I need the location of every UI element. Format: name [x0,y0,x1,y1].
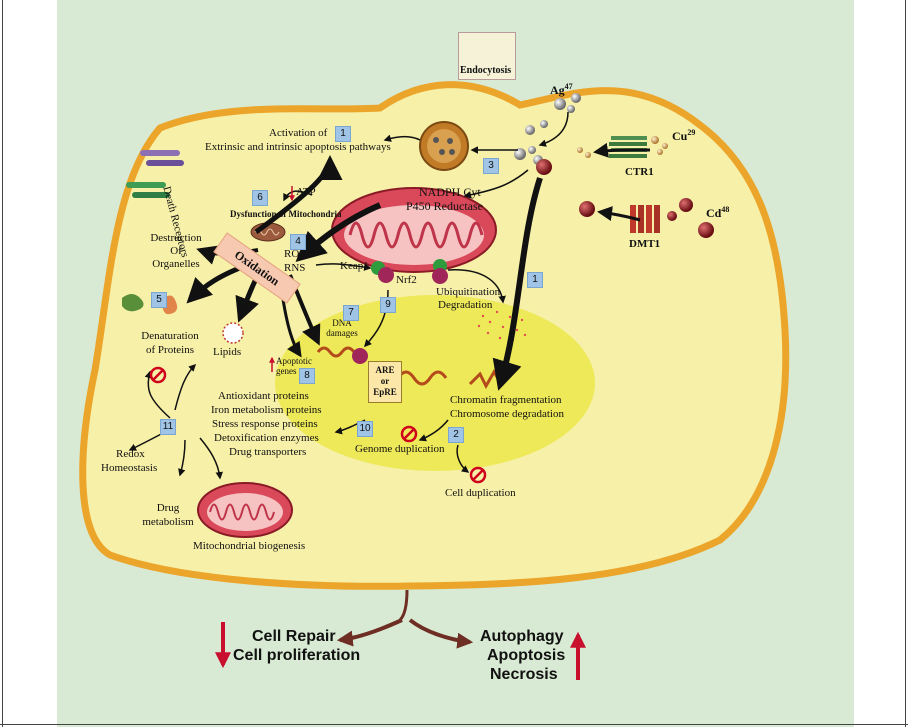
step-badge-8: 8 [299,368,315,384]
chromatin-label: Chromatin fragmentation [450,394,562,407]
step-badge-2: 2 [448,427,464,443]
destruction-label-1: Destruction [146,232,206,245]
dmt1-label: DMT1 [629,238,660,251]
destruction-label-2: Of [146,245,206,258]
ctr1-label: CTR1 [625,166,654,179]
nadph-label: NADPH Cyt [419,186,481,199]
decrease-outcome-2: Cell proliferation [233,646,360,665]
increase-outcome-1: Autophagy [480,627,564,646]
destruction-label-3: Organelles [146,258,206,271]
step-badge-5: 5 [151,292,167,308]
increase-outcome-3: Necrosis [490,665,558,684]
are-epre-box: ARE or EpRE [368,361,402,403]
nrf2-label: Nrf2 [396,274,417,287]
branch-stem [400,590,407,620]
ag-label: Ag47 [550,80,573,97]
branch-to-decrease [340,620,402,640]
cd-label: Cd48 [706,203,729,220]
denaturation-label-1: Denaturation [130,330,210,343]
detox-label: Detoxification enzymes [214,432,319,445]
antioxidant-label: Antioxidant proteins [218,390,309,403]
activation-label-1: Activation of [269,127,327,140]
step-badge-7: 7 [343,305,359,321]
epre-label: EpRE [369,387,401,398]
rns-label: RNS [284,262,305,275]
step-badge-6: 6 [252,190,268,206]
atp-label: ATP [296,186,316,199]
endocytosis-label: Endocytosis [460,64,511,77]
mitochondrion-biogenesis [198,483,292,537]
step-badge-3: 3 [483,158,499,174]
step-badge-10: 10 [357,421,373,437]
step-badge-11: 11 [160,419,176,435]
drug-metabolism-label-1: Drug [140,502,196,515]
drug-metabolism-label-2: metabolism [140,516,196,529]
endosome-vesicle [420,122,468,170]
dysfunction-label: Dysfunction of Mitochondria [230,208,342,221]
nrf2-nuclear [352,348,368,364]
step-badge-4: 4 [290,234,306,250]
mito-biogenesis-label: Mitochondrial biogenesis [193,540,305,553]
branch-to-increase [410,620,470,642]
cu-label: Cu29 [672,126,695,143]
step-badge-9: 9 [380,297,396,313]
dna-damages-label: DNAdamages [320,318,364,338]
step-badge-1a: 1 [335,126,351,142]
redox-label-1: Redox [116,448,145,461]
chromosome-label: Chromosome degradation [450,408,564,421]
p450-label: P450 Reductase [406,200,483,213]
activation-label-2: Extrinsic and intrinsic apoptosis pathwa… [205,141,391,154]
cell-duplication-label: Cell duplication [445,487,516,500]
redox-label-2: Homeostasis [101,462,157,475]
stress-label: Stress response proteins [212,418,318,431]
iron-label: Iron metabolism proteins [211,404,322,417]
denaturation-label-2: of Proteins [130,344,210,357]
are-label: ARE [369,365,401,376]
or-label: or [369,376,401,387]
genome-duplication-label: Genome duplication [355,443,445,456]
cadmium-particle-inside [536,159,552,175]
keap1-label: Keap1 [340,260,369,273]
increase-outcome-2: Apoptosis [487,646,565,665]
degradation-label: Degradation [438,299,492,312]
lipid-vesicle [223,323,243,343]
ubiquitination-label: Ubiquitination [436,286,500,299]
lipids-label: Lipids [213,346,241,359]
step-badge-1b: 1 [527,272,543,288]
decrease-outcome-1: Cell Repair [252,627,336,646]
drug-transporters-label: Drug transporters [229,446,306,459]
